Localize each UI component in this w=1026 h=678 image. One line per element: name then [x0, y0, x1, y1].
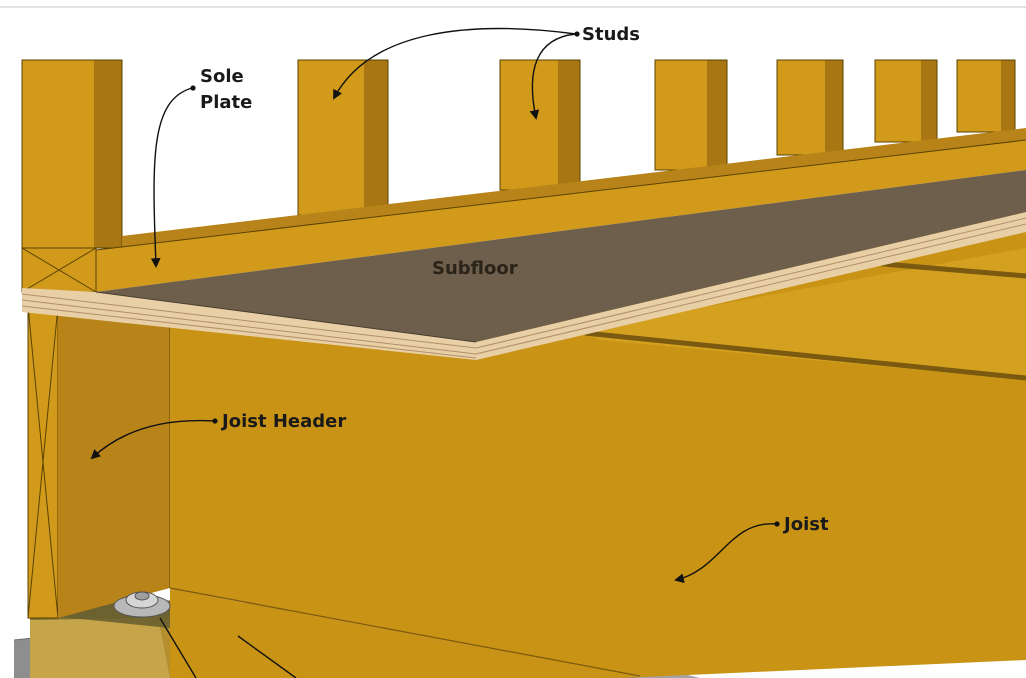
anchor-bolt — [113, 591, 171, 618]
subfloor — [21, 170, 1026, 360]
stud — [297, 59, 389, 216]
sole-plate-label: Plate — [200, 92, 252, 113]
joist-header-leader — [90, 419, 215, 460]
stud — [21, 59, 123, 249]
studs-leader — [333, 27, 577, 100]
sole-plate-label: Sole — [200, 66, 244, 87]
sill-leader — [237, 635, 297, 678]
background-joists — [580, 248, 1026, 381]
bolt-leader — [159, 617, 197, 678]
stud — [956, 59, 1016, 133]
sole-plate-leader — [150, 87, 193, 268]
stud — [776, 59, 844, 156]
joist-header-label: Joist Header — [220, 411, 346, 432]
stud — [874, 59, 938, 143]
joist-label: Joist — [782, 514, 829, 535]
joist-leader — [674, 523, 777, 584]
studs-leader — [529, 33, 577, 120]
labels: Studs Sole Plate Subfloor Joist Header J… — [200, 24, 829, 535]
sole-plate — [21, 128, 1026, 293]
subfloor-label: Subfloor — [432, 258, 518, 279]
stud — [499, 59, 581, 191]
joist-header — [27, 305, 171, 619]
stud — [654, 59, 728, 171]
leader-lines — [90, 27, 780, 678]
studs — [21, 59, 1016, 249]
studs-label: Studs — [582, 24, 640, 45]
